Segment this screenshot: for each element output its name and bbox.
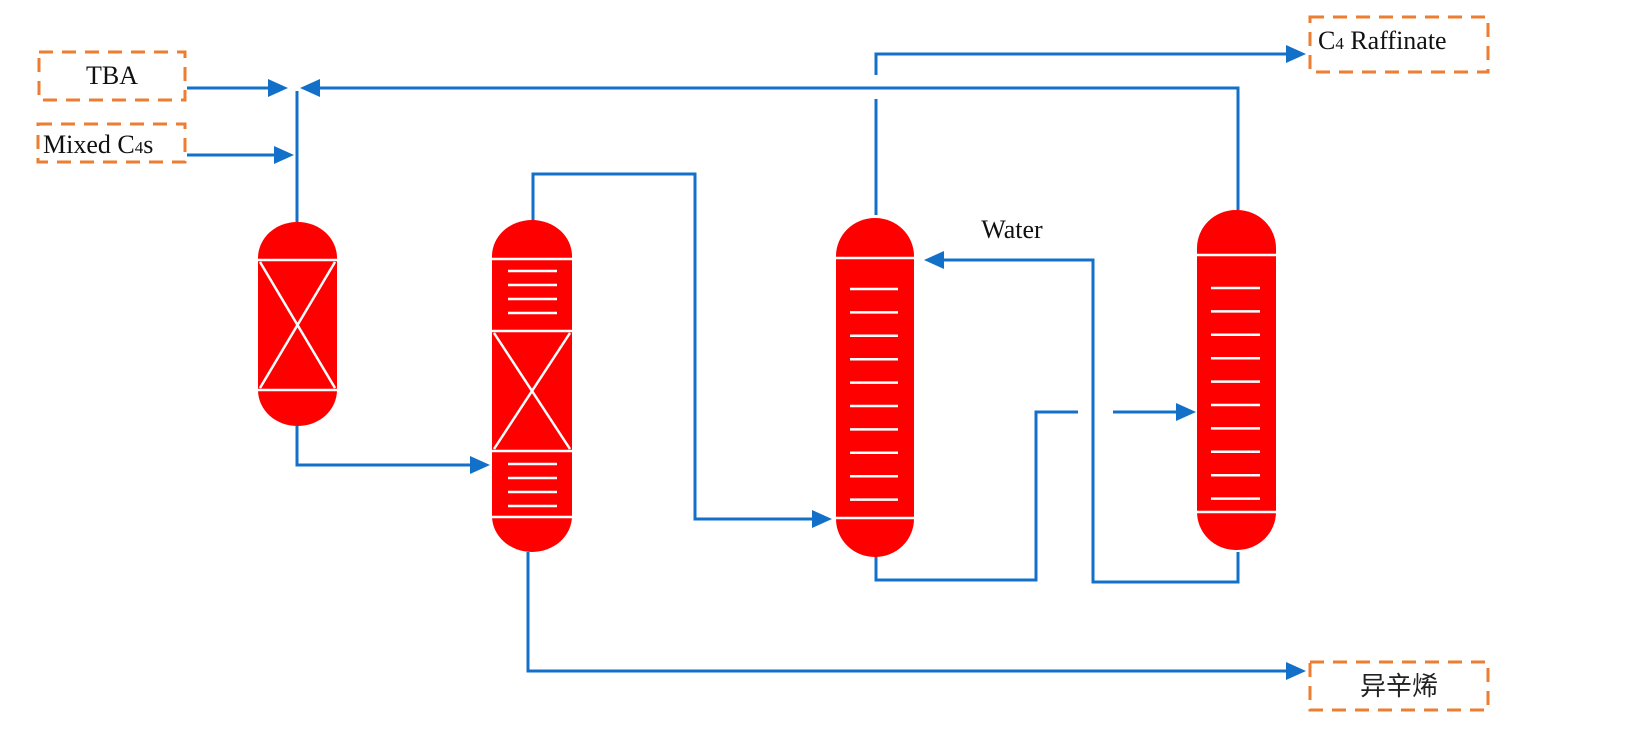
vessel-extraction-column[interactable] <box>836 218 914 557</box>
stream-box-c4-raffinate[interactable]: C4 Raffinate <box>1308 15 1490 74</box>
stream-label-isooctene: 异辛烯 <box>1360 672 1438 702</box>
arrow-icon <box>812 510 832 528</box>
arrow-icon <box>268 79 288 97</box>
stream-box-isooctene[interactable]: 异辛烯 <box>1308 660 1490 712</box>
vessel-reactive-column[interactable] <box>492 220 572 552</box>
pipe-isooctene-product <box>526 552 1306 680</box>
arrow-icon <box>1176 403 1196 421</box>
vessel-recovery-column[interactable] <box>1197 210 1276 550</box>
pipe-tba-feed <box>187 79 288 97</box>
pipe-extract-to-recovery <box>874 403 1196 582</box>
pipe-column-overhead <box>531 172 832 528</box>
stream-label-mixed-c4s: Mixed C4s <box>43 130 153 159</box>
arrow-icon <box>924 251 944 269</box>
pipe-reactor-to-column <box>295 425 490 474</box>
stream-box-tba[interactable]: TBA <box>37 50 187 102</box>
vessel-reactor[interactable] <box>258 222 337 426</box>
arrow-icon <box>470 456 490 474</box>
arrow-icon <box>300 79 320 97</box>
arrow-icon <box>1286 662 1306 680</box>
trays <box>850 287 898 501</box>
pipe-mixed-c4s-feed <box>187 146 294 164</box>
arrow-icon <box>274 146 294 164</box>
trays <box>1211 286 1260 500</box>
stream-label-water: Water <box>981 215 1043 244</box>
pipe-recycle <box>300 79 1240 210</box>
pipe-c4-raffinate-product <box>874 45 1306 215</box>
trays-bottom <box>508 462 557 508</box>
stream-box-mixed-c4s[interactable]: Mixed C4s <box>36 122 187 164</box>
pipe-water-recycle <box>924 251 1240 584</box>
stream-label-tba: TBA <box>86 61 138 90</box>
stream-label-c4-raffinate: C4 Raffinate <box>1318 26 1447 55</box>
trays-top <box>508 269 557 315</box>
arrow-icon <box>1286 45 1306 63</box>
